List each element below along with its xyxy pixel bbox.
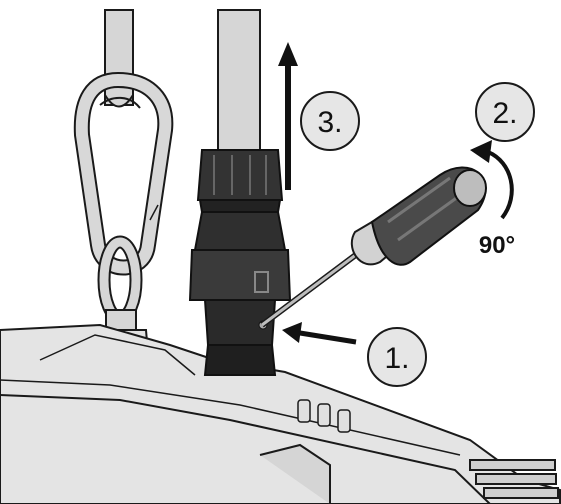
rotation-angle-label: 90°	[479, 232, 515, 259]
luminaire-housing	[0, 323, 561, 504]
heat-sink-fins	[469, 459, 559, 499]
screwdriver	[260, 166, 487, 328]
cable-connector	[188, 149, 292, 376]
suspension-rod-right	[217, 9, 261, 161]
step-label-2: 2.	[492, 97, 517, 130]
arrow-step-1	[282, 322, 357, 345]
step-label-3: 3.	[317, 106, 342, 139]
carabiner-hook	[73, 71, 174, 276]
arrow-step-3	[278, 42, 298, 190]
rotation-arrow	[470, 140, 514, 220]
step-badge-2: 2.	[475, 82, 535, 142]
step-badge-1: 1.	[367, 327, 427, 387]
step-label-1: 1.	[384, 342, 409, 375]
step-badge-3: 3.	[300, 91, 360, 151]
suspension-rod-left	[104, 9, 134, 108]
